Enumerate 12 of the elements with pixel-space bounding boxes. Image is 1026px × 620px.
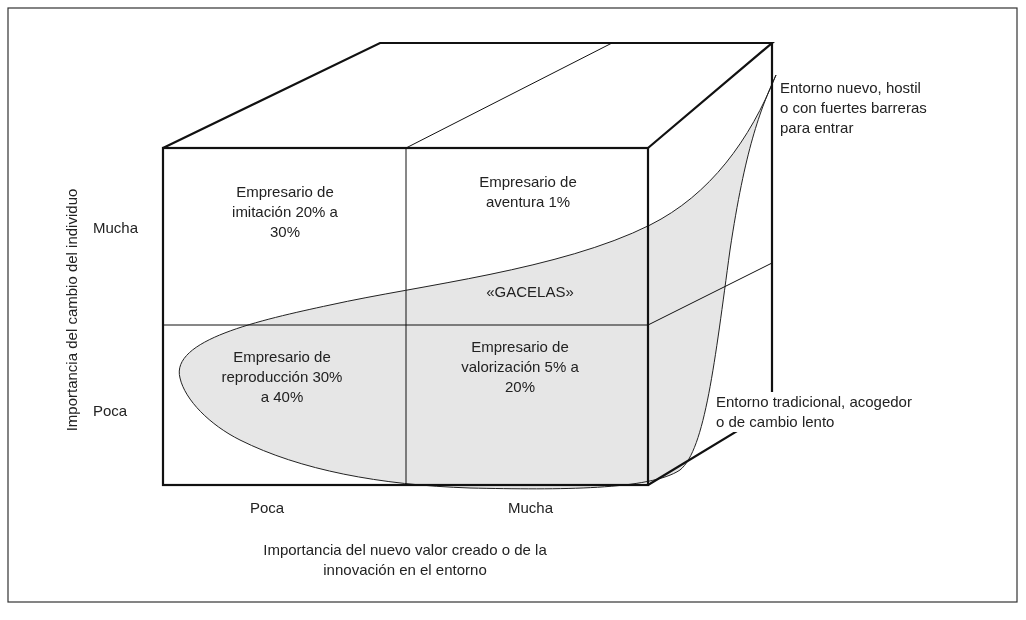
axis-title: Importancia del nuevo valor creado o de la innovación en el entorno	[262, 540, 548, 580]
axis-label: Entorno nuevo, hostil o con fuertes barreras para entrar	[780, 78, 928, 138]
axis-tick-label: Mucha	[508, 498, 554, 518]
quadrant-label: Empresario de reproducción 30% a 40%	[217, 347, 347, 407]
axis-tick-label: Poca	[250, 498, 285, 518]
quadrant-label: Empresario de imitación 20% a 30%	[230, 182, 340, 242]
axis-tick-label: Poca	[93, 401, 128, 421]
quadrant-label: Empresario de aventura 1%	[458, 172, 598, 212]
quadrant-label: Empresario de valorización 5% a 20%	[460, 337, 580, 397]
axis-title: Importancia del cambio del individuo	[62, 188, 81, 432]
gazelle-label: «GACELAS»	[485, 282, 575, 302]
axis-tick-label: Mucha	[93, 218, 139, 238]
